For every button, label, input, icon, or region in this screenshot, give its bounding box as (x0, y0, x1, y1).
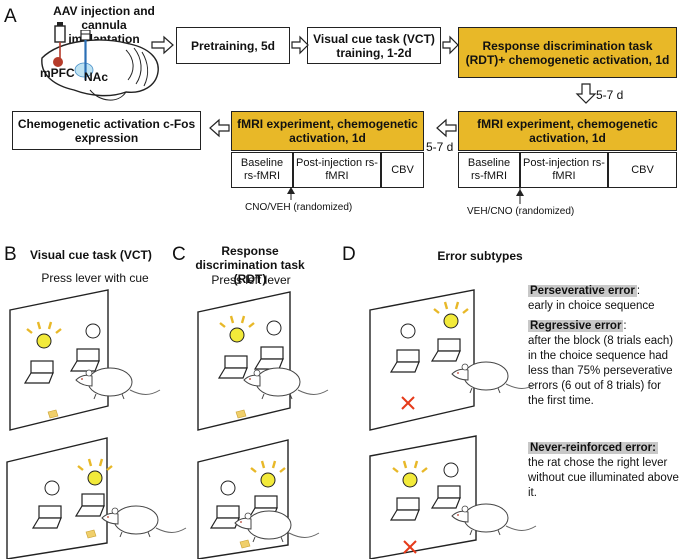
panel-letter-c: C (172, 244, 186, 265)
cbv-cell-right: CBV (608, 152, 677, 188)
mpfc-label: mPFC (40, 66, 75, 80)
chamber-d-bottom (369, 435, 537, 559)
regressive-colon: : (623, 320, 627, 332)
panel-c-subtitle: Press left lever (211, 273, 291, 287)
baseline-cell-left: Baseline rs-fMRI (231, 152, 293, 188)
perseverative-text: early in choice sequence (528, 300, 655, 312)
chamber-c-top (197, 291, 329, 431)
panel-b-subtitle: Press lever with cue (41, 271, 149, 285)
never-label: Never-reinforced error: (528, 442, 658, 454)
gap-label-2: 5-7 d (426, 140, 454, 154)
panel-letter-b: B (4, 244, 17, 265)
cannula-icon (80, 30, 91, 80)
rdt-box: Response discrimination task (RDT)+ chem… (458, 27, 677, 78)
regressive-text: after the block (8 trials each) in the c… (528, 335, 674, 407)
panel-letter-d: D (342, 244, 356, 265)
hollow-arrow-icon (442, 35, 459, 55)
perseverative-colon: : (636, 285, 641, 297)
injection-note-right: VEH/CNO (randomized) (467, 206, 575, 217)
hollow-arrow-icon (291, 35, 309, 55)
gap-label-1: 5-7 d (596, 88, 624, 102)
cue-light-icon (266, 320, 282, 336)
chamber-b-top (9, 289, 161, 431)
rat-brain-icon (41, 39, 159, 101)
cue-light-icon (85, 323, 101, 339)
baseline-cell-right: Baseline rs-fMRI (458, 152, 520, 188)
panel-c-title: Response discrimination task (RDT) (195, 244, 305, 286)
pretraining-box: Pretraining, 5d (176, 27, 290, 64)
rat-icon (101, 505, 187, 538)
hollow-arrow-icon (209, 118, 230, 138)
never-text: the rat chose the right lever without cu… (528, 457, 679, 499)
regressive-label: Regressive error (528, 320, 624, 332)
fmri-left-box: fMRI experiment, chemogenetic activation… (231, 111, 424, 151)
fmri-right-box: fMRI experiment, chemogenetic activation… (458, 111, 677, 151)
chamber-d-top (369, 289, 537, 431)
chamber-b-bottom (6, 437, 187, 559)
panel-b-title: Visual cue task (VCT) (30, 248, 152, 262)
chamber-c-bottom (197, 439, 320, 559)
hollow-arrow-icon (575, 83, 597, 104)
regressive-error: Regressive error: after the block (8 tri… (528, 319, 680, 409)
cfos-box: Chemogenetic activation c-Fos expression (12, 111, 201, 150)
perseverative-label: Perseverative error (528, 285, 637, 297)
nac-label: NAc (84, 70, 109, 84)
cue-light-icon (220, 480, 236, 496)
cue-light-icon (400, 323, 416, 339)
post-cell-left: Post-injection rs-fMRI (293, 152, 381, 188)
cue-light-icon (44, 480, 60, 496)
hollow-arrow-icon (436, 118, 457, 138)
injection-note-left: CNO/VEH (randomized) (245, 202, 353, 213)
post-cell-right: Post-injection rs-fMRI (520, 152, 608, 188)
panel-letter-a: A (4, 6, 17, 27)
perseverative-error: Perseverative error: early in choice seq… (528, 284, 678, 314)
syringe-icon (54, 22, 66, 62)
hollow-arrow-icon (151, 35, 174, 55)
cbv-cell-left: CBV (381, 152, 424, 188)
cue-light-icon (443, 462, 459, 478)
panel-d-title: Error subtypes (437, 249, 523, 263)
never-reinforced-error: Never-reinforced error: the rat chose th… (528, 441, 680, 501)
